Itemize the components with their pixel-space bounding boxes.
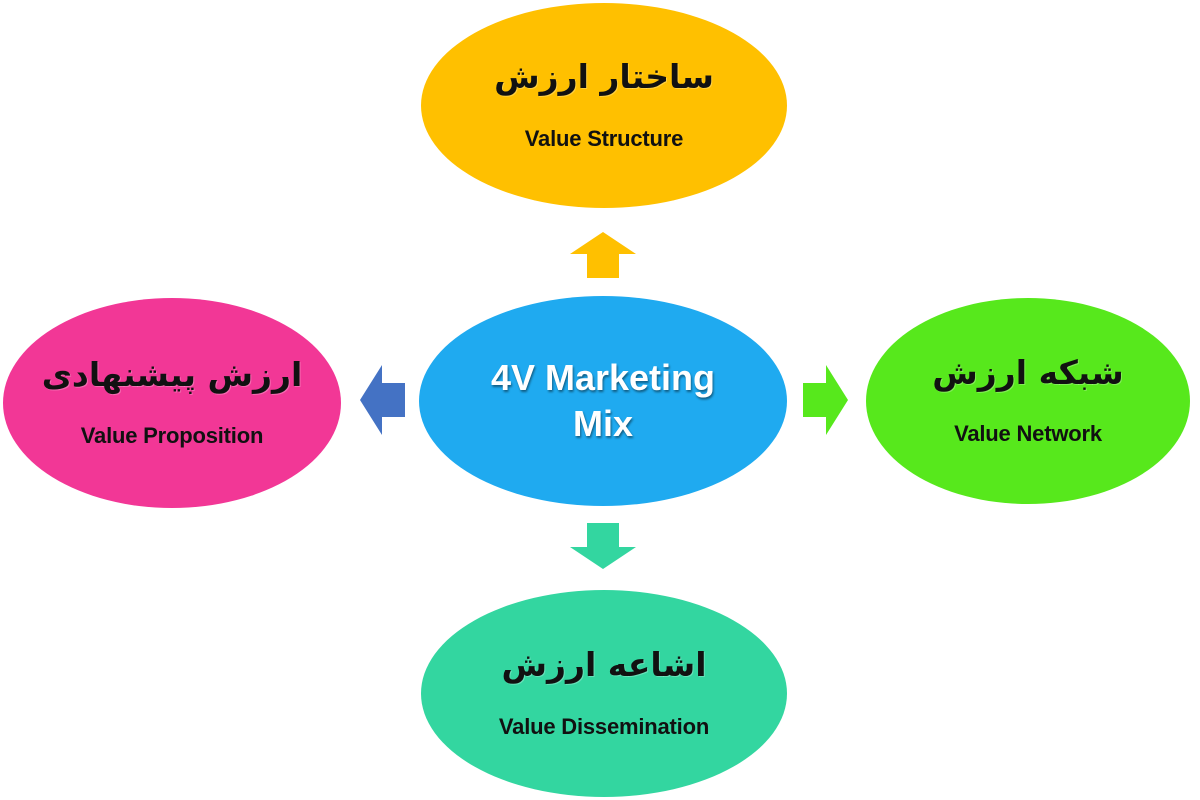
value-proposition-node: ارزش پیشنهادی Value Proposition bbox=[3, 298, 341, 508]
center-title-line2: Mix bbox=[572, 403, 633, 444]
value-proposition-english-label: Value Proposition bbox=[80, 423, 264, 449]
arrow-left-icon bbox=[360, 365, 405, 435]
value-structure-persian-label: ساختار ارزش bbox=[494, 57, 714, 97]
center-title-line1: 4V Marketing bbox=[490, 357, 716, 398]
value-network-node: شبکه ارزش Value Network bbox=[866, 298, 1190, 504]
arrow-right-icon bbox=[803, 365, 848, 435]
arrow-up-icon bbox=[570, 232, 636, 278]
value-dissemination-node: اشاعه ارزش Value Dissemination bbox=[421, 590, 787, 797]
value-dissemination-english-label: Value Dissemination bbox=[498, 713, 710, 739]
arrow-down-icon bbox=[570, 523, 636, 569]
center-title: 4V Marketing Mix bbox=[473, 355, 733, 447]
value-structure-node: ساختار ارزش Value Structure bbox=[421, 3, 787, 208]
value-dissemination-persian-label: اشاعه ارزش bbox=[501, 645, 707, 685]
value-network-english-label: Value Network bbox=[954, 421, 1102, 447]
value-proposition-persian-label: ارزش پیشنهادی bbox=[41, 354, 303, 394]
marketing-mix-center-node: 4V Marketing Mix bbox=[419, 296, 787, 506]
value-network-persian-label: شبکه ارزش bbox=[932, 352, 1124, 392]
value-structure-english-label: Value Structure bbox=[524, 125, 684, 151]
